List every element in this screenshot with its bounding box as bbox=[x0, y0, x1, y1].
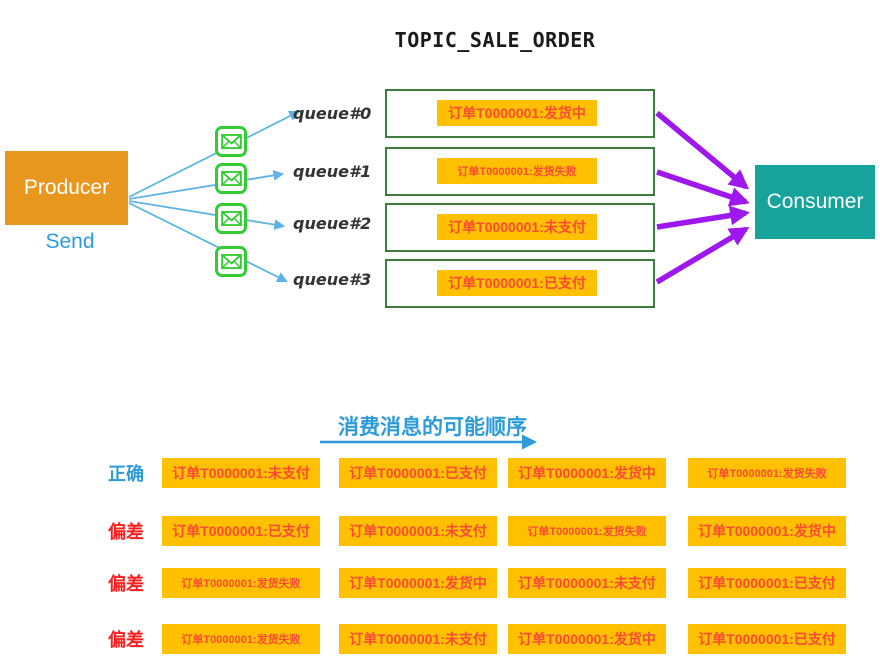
row-label-deviation: 偏差 bbox=[108, 574, 144, 594]
envelope-icon bbox=[215, 126, 247, 157]
row-message: 订单T0000001:发货失败 bbox=[508, 516, 666, 546]
row-message: 订单T0000001:发货中 bbox=[508, 458, 666, 488]
row-label-correct: 正确 bbox=[108, 464, 144, 484]
producer-box: Producer bbox=[5, 151, 128, 225]
consumer-box: Consumer bbox=[755, 165, 875, 239]
fan-arrow-q3 bbox=[128, 202, 288, 282]
row-message: 订单T0000001:发货失败 bbox=[162, 624, 320, 654]
queue-message: 订单T0000001:已支付 bbox=[437, 270, 597, 296]
fan-arrow-q2 bbox=[128, 200, 286, 230]
section-title: 消费消息的可能顺序 bbox=[338, 416, 527, 439]
row-message: 订单T0000001:发货失败 bbox=[162, 568, 320, 598]
row-message: 订单T0000001:发货中 bbox=[339, 568, 497, 598]
row-label-deviation: 偏差 bbox=[108, 630, 144, 650]
row-message: 订单T0000001:未支付 bbox=[508, 568, 666, 598]
queue-message: 订单T0000001:发货中 bbox=[437, 100, 597, 126]
consumer-label: Consumer bbox=[766, 190, 864, 213]
row-message: 订单T0000001:发货中 bbox=[688, 516, 846, 546]
envelope-icon bbox=[215, 163, 247, 194]
row-message: 订单T0000001:未支付 bbox=[162, 458, 320, 488]
queue-name-label: queue#0 bbox=[293, 104, 372, 123]
envelope-icon bbox=[215, 203, 247, 234]
row-message: 订单T0000001:发货中 bbox=[508, 624, 666, 654]
row-message: 订单T0000001:未支付 bbox=[339, 516, 497, 546]
envelope-icon bbox=[215, 246, 247, 277]
row-message: 订单T0000001:未支付 bbox=[339, 624, 497, 654]
queue-name-label: queue#3 bbox=[293, 270, 372, 289]
row-label-deviation: 偏差 bbox=[108, 522, 144, 542]
fan-arrow-q1 bbox=[128, 170, 285, 200]
send-label: Send bbox=[45, 230, 95, 253]
row-message: 订单T0000001:已支付 bbox=[688, 624, 846, 654]
queue-name-label: queue#2 bbox=[293, 214, 372, 233]
row-message: 订单T0000001:已支付 bbox=[688, 568, 846, 598]
consume-arrow-q0 bbox=[655, 110, 750, 190]
queue-name-label: queue#1 bbox=[293, 162, 372, 181]
consume-arrow-q2 bbox=[656, 205, 750, 230]
queue-message: 订单T0000001:发货失败 bbox=[437, 158, 597, 184]
topic-title: TOPIC_SALE_ORDER bbox=[394, 28, 596, 52]
queue-message: 订单T0000001:未支付 bbox=[437, 214, 597, 240]
consume-arrow-q1 bbox=[656, 169, 750, 207]
producer-label: Producer bbox=[23, 176, 110, 199]
fan-arrow-q0 bbox=[128, 111, 300, 198]
row-message: 订单T0000001:发货失败 bbox=[688, 458, 846, 488]
row-message: 订单T0000001:已支付 bbox=[162, 516, 320, 546]
consume-arrow-q3 bbox=[655, 226, 750, 285]
row-message: 订单T0000001:已支付 bbox=[339, 458, 497, 488]
